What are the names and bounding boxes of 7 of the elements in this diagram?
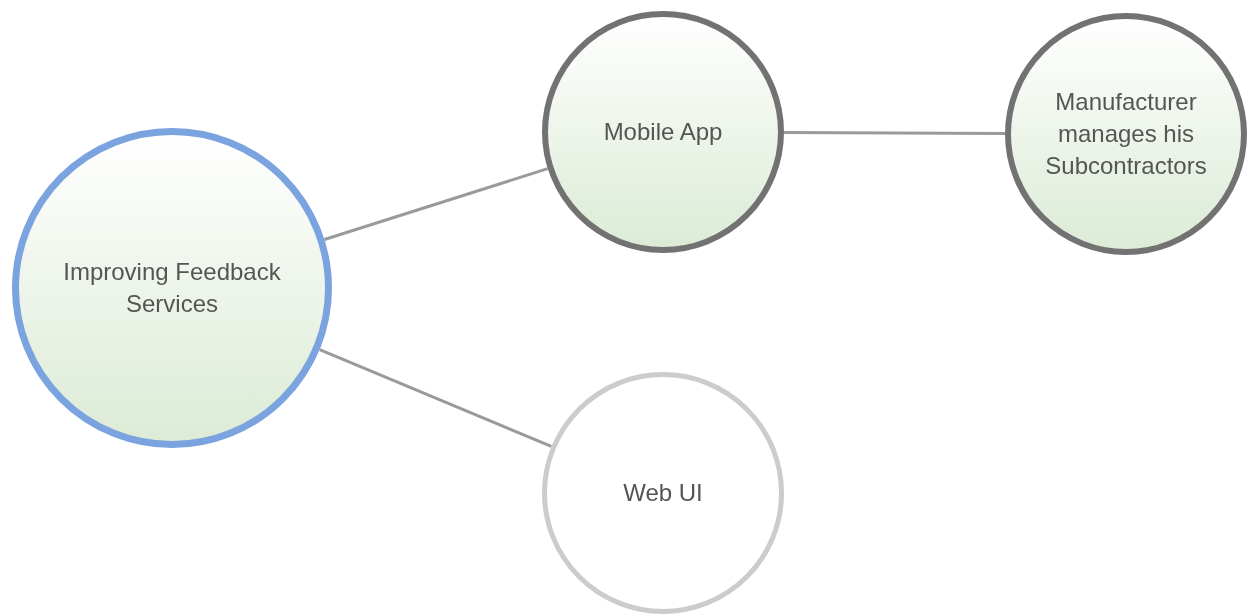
node-label: Manufacturer manages his Subcontractors xyxy=(1044,87,1208,181)
connector-line xyxy=(784,131,1005,135)
node-label: Web UI xyxy=(622,478,704,508)
node-label: Mobile App xyxy=(602,117,724,147)
connector-line xyxy=(324,167,549,241)
connector-line xyxy=(319,348,552,448)
node-label: Improving Feedback Services xyxy=(62,257,282,319)
